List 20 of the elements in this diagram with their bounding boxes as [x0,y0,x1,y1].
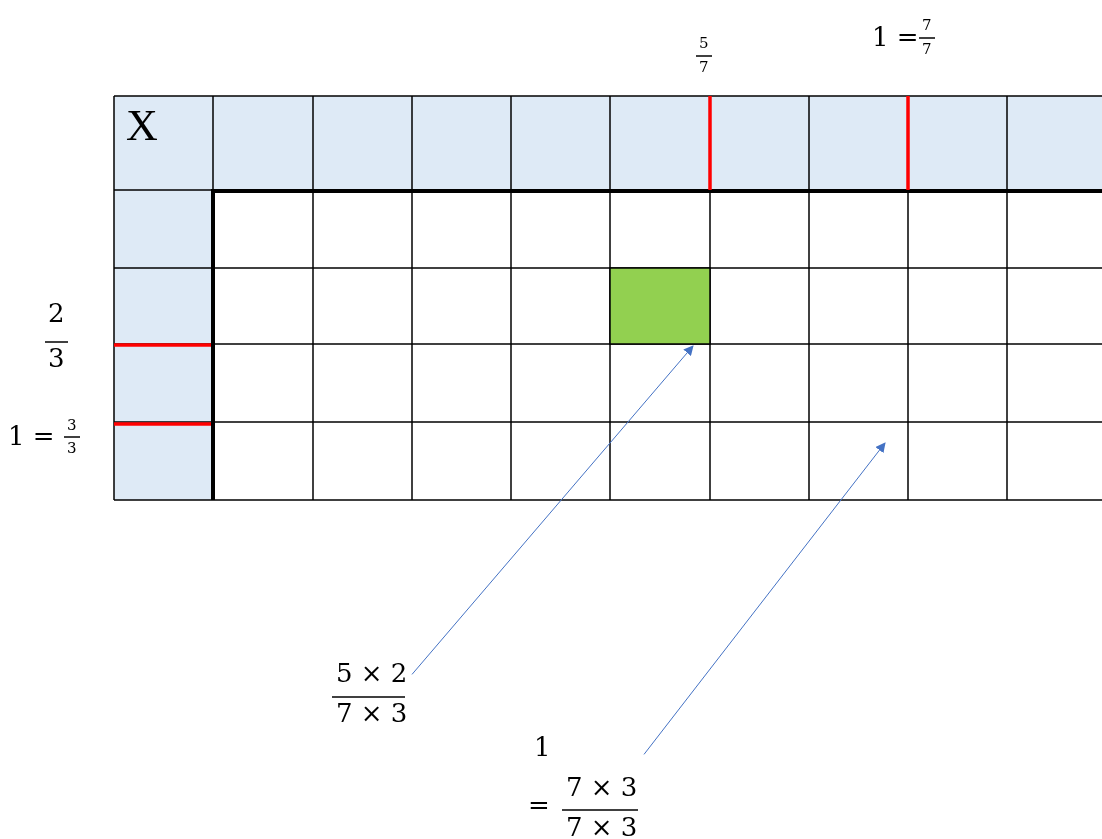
math-text: 1 = [8,423,55,449]
math-text: 3 [48,345,65,371]
math-text: 7 [922,18,932,33]
math-text: 1 [534,734,551,760]
math-text: 5 [699,36,709,51]
leader-arrow [411,345,694,675]
highlighted-cell [609,267,711,345]
math-text: 3 [67,441,77,456]
math-text: 7 [922,42,932,57]
math-text: 5 × 2 [336,660,408,686]
math-text: 1 = [872,24,919,50]
leader-arrow [643,442,886,755]
math-text: 7 [699,60,709,75]
math-text: 7 × 3 [336,700,408,726]
multiplication-sign: X [126,104,158,148]
math-text: 3 [67,418,77,433]
math-text: 2 [48,300,65,326]
math-text: 7 × 3 [566,814,638,839]
math-text: 7 × 3 [566,774,638,800]
math-text: = [528,792,550,818]
